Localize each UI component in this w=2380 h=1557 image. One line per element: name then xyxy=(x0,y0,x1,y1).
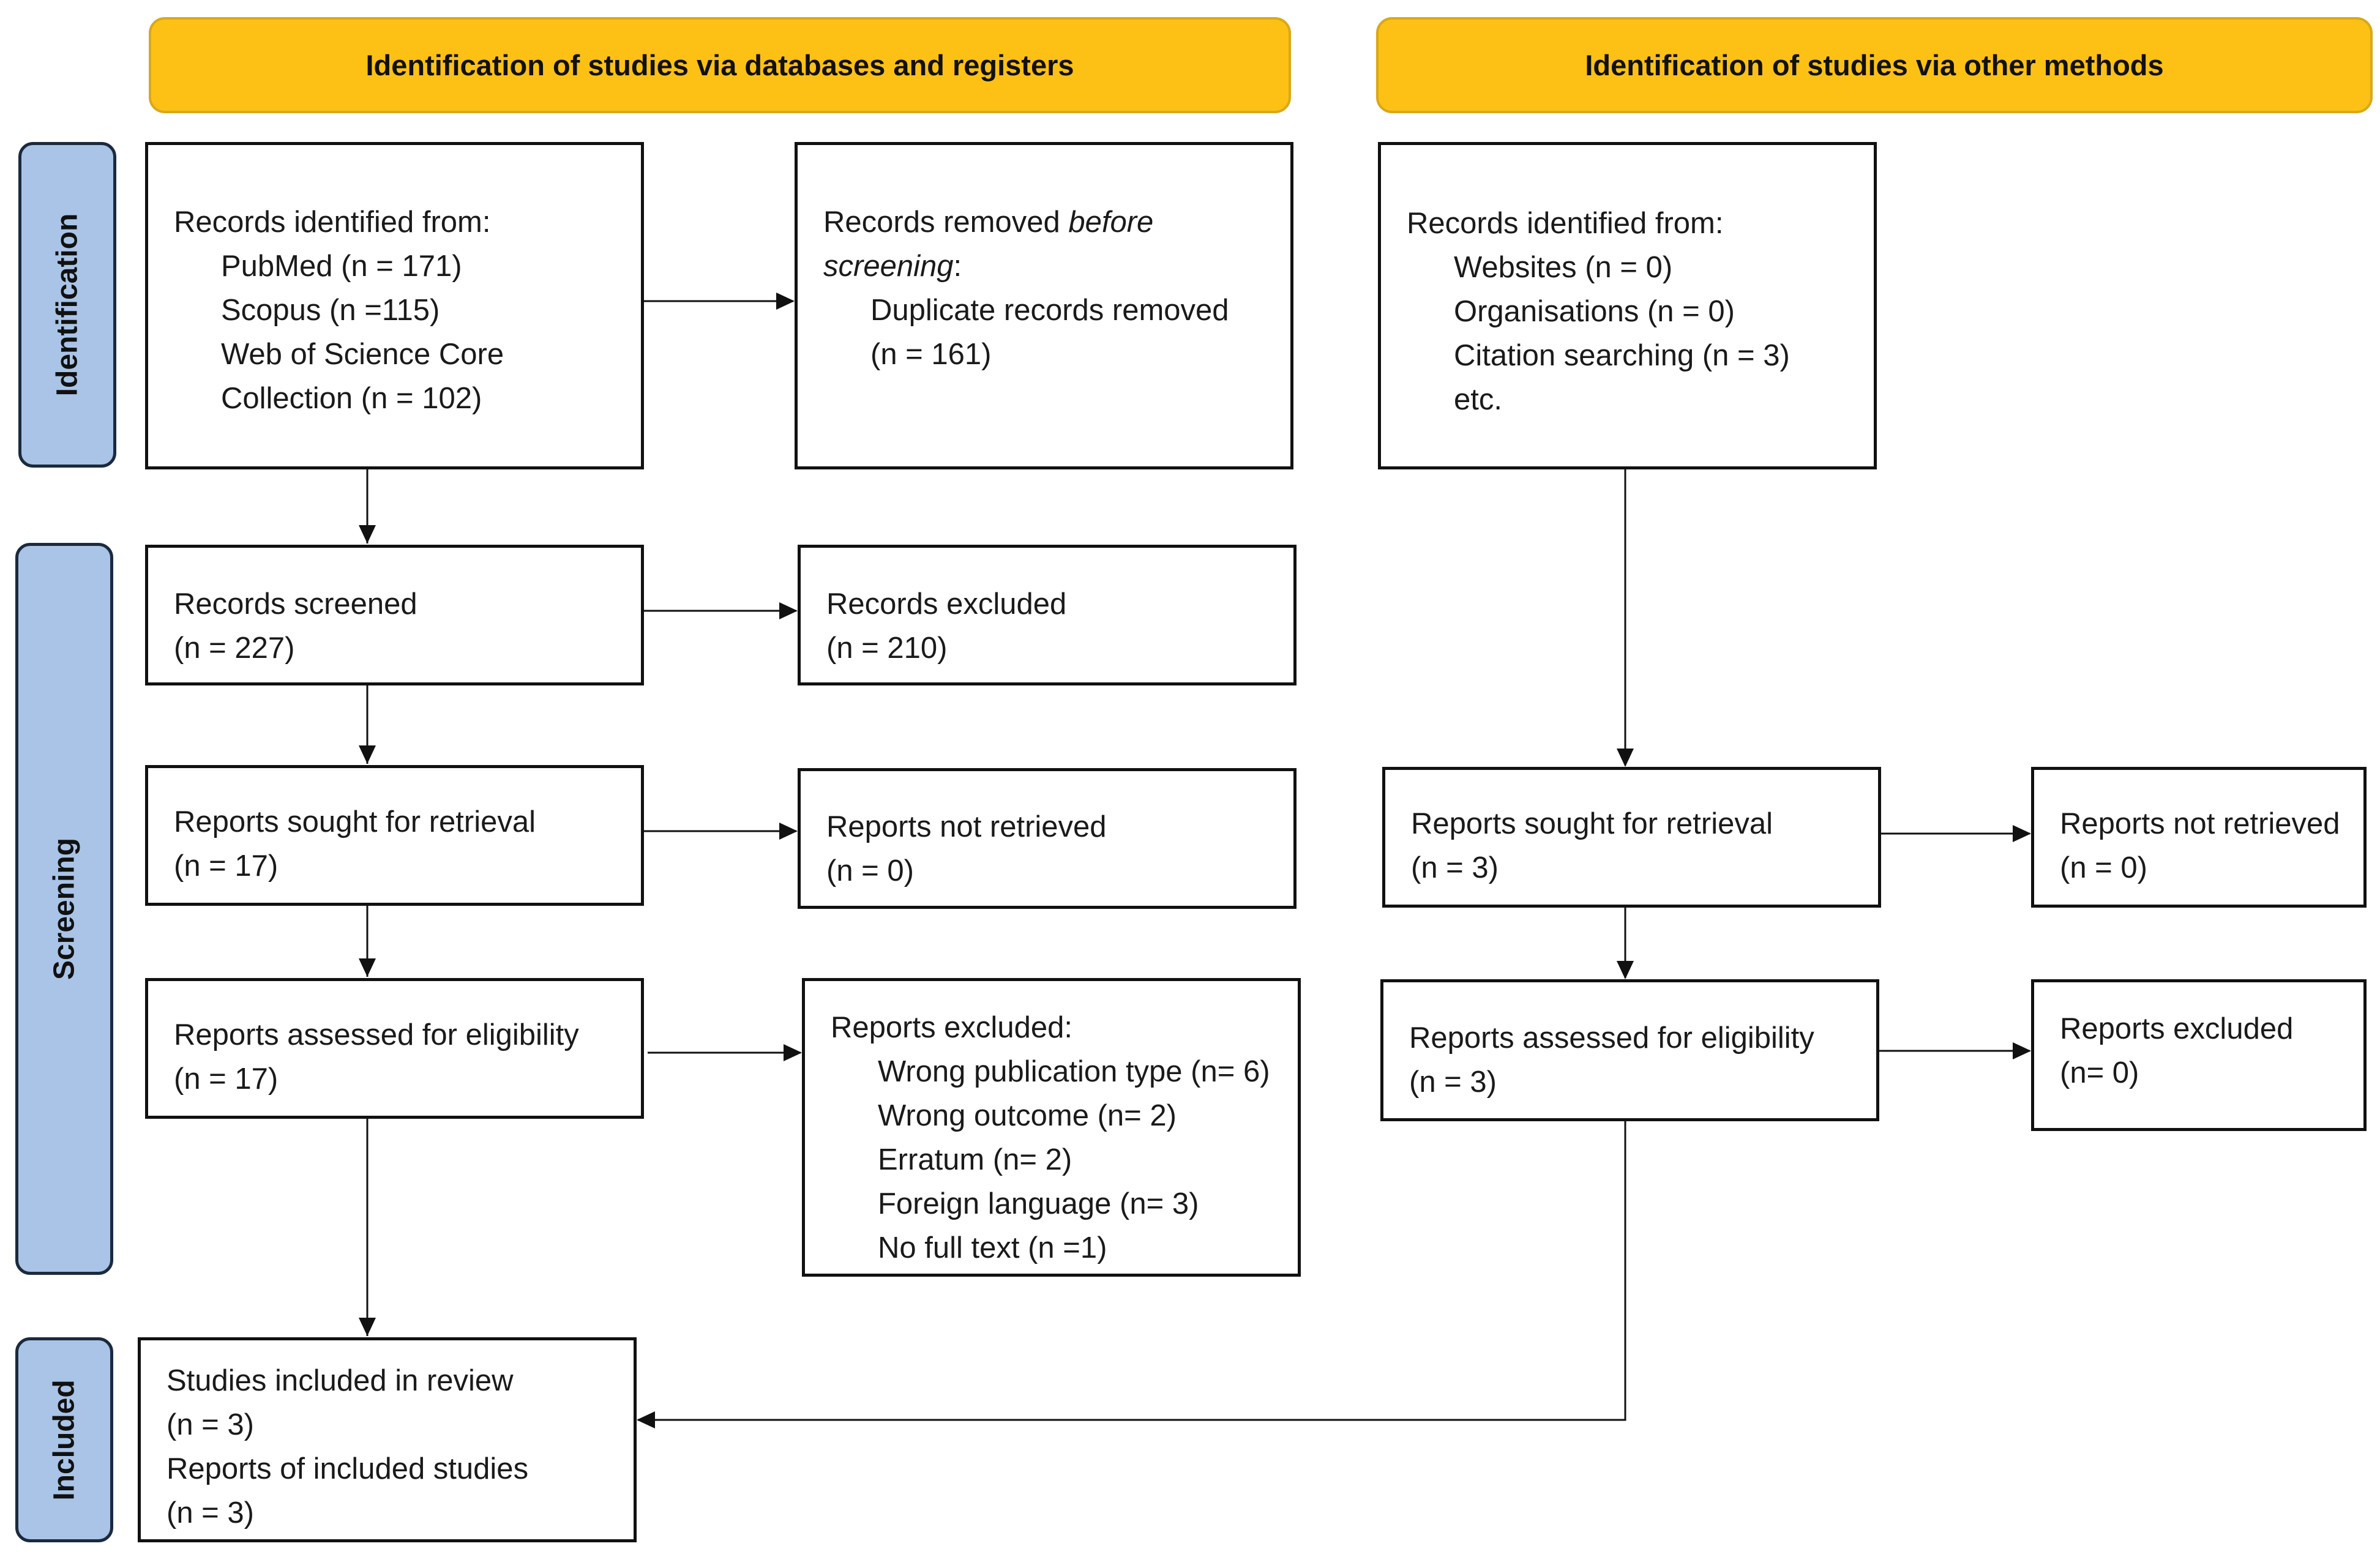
studies-included-count: (n = 3) xyxy=(167,1408,254,1441)
source-pubmed: PubMed (n = 171) xyxy=(221,250,462,283)
arrowhead xyxy=(359,1318,376,1336)
other-reports-sought-box: Reports sought for retrieval (n = 3) xyxy=(1382,767,1881,908)
source-wos-line2: Collection (n = 102) xyxy=(221,382,482,415)
records-removed-text: Records removed xyxy=(823,206,1069,239)
db-records-identified-box: Records identified from: PubMed (n = 171… xyxy=(145,142,644,469)
records-removed-colon: : xyxy=(953,250,962,283)
arrowhead xyxy=(776,293,795,310)
records-screened-count: (n = 227) xyxy=(174,632,295,665)
studies-included-title: Studies included in review xyxy=(167,1364,514,1397)
records-removed-screening: screening xyxy=(823,250,954,283)
other-reports-assessed-title: Reports assessed for eligibility xyxy=(1409,1021,1814,1055)
arrowhead xyxy=(784,1044,802,1061)
excluded-wrong-outcome: Wrong outcome (n= 2) xyxy=(878,1099,1177,1132)
other-reports-excluded-box: Reports excluded (n= 0) xyxy=(2031,979,2367,1131)
other-reports-not-retrieved-count: (n = 0) xyxy=(2060,851,2147,884)
reports-included-title: Reports of included studies xyxy=(167,1452,529,1485)
records-screened-box: Records screened (n = 227) xyxy=(145,545,644,685)
source-organisations: Organisations (n = 0) xyxy=(1454,295,1735,328)
other-reports-excluded-count: (n= 0) xyxy=(2060,1056,2139,1089)
source-scopus: Scopus (n =115) xyxy=(221,294,440,327)
other-reports-assessed-count: (n = 3) xyxy=(1409,1066,1497,1099)
header-other-methods: Identification of studies via other meth… xyxy=(1376,17,2373,113)
arrowhead xyxy=(359,745,376,764)
excluded-wrong-publication-type: Wrong publication type (n= 6) xyxy=(878,1055,1270,1088)
other-reports-excluded-title: Reports excluded xyxy=(2060,1012,2294,1045)
arrowhead xyxy=(359,958,376,977)
other-reports-not-retrieved-box: Reports not retrieved (n = 0) xyxy=(2031,767,2367,908)
source-wos-line1: Web of Science Core xyxy=(221,338,504,371)
other-reports-not-retrieved-title: Reports not retrieved xyxy=(2060,807,2340,840)
reports-assessed-title: Reports assessed for eligibility xyxy=(174,1018,579,1051)
arrowhead xyxy=(637,1411,655,1428)
source-etc: etc. xyxy=(1454,383,1502,416)
arrowhead xyxy=(2013,825,2031,842)
other-records-identified-box: Records identified from: Websites (n = 0… xyxy=(1378,142,1877,469)
reports-assessed-count: (n = 17) xyxy=(174,1062,279,1096)
header-databases-label: Identification of studies via databases … xyxy=(365,49,1074,81)
records-excluded-box: Records excluded (n = 210) xyxy=(798,545,1297,685)
records-excluded-title: Records excluded xyxy=(826,588,1067,621)
other-reports-sought-count: (n = 3) xyxy=(1411,851,1499,884)
records-removed-line2: screening: xyxy=(823,244,1290,288)
duplicates-removed-label: Duplicate records removed xyxy=(870,294,1229,327)
excluded-no-full-text: No full text (n =1) xyxy=(878,1231,1107,1264)
duplicates-removed-count: (n = 161) xyxy=(870,338,992,371)
records-screened-title: Records screened xyxy=(174,588,417,621)
reports-excluded-title: Reports excluded: xyxy=(831,1011,1072,1044)
records-removed-line1: Records removed before xyxy=(823,200,1290,244)
other-reports-sought-title: Reports sought for retrieval xyxy=(1411,807,1773,840)
arrowhead xyxy=(779,602,798,619)
reports-sought-title: Reports sought for retrieval xyxy=(174,805,536,838)
stage-identification: Identification xyxy=(18,142,116,468)
records-removed-before: before xyxy=(1068,206,1154,239)
arrow-other-assessed-to-included xyxy=(638,1121,1626,1421)
reports-not-retrieved-title: Reports not retrieved xyxy=(826,810,1107,843)
header-databases: Identification of studies via databases … xyxy=(149,17,1291,113)
records-removed-box: Records removed before screening: Duplic… xyxy=(795,142,1293,469)
reports-not-retrieved-box: Reports not retrieved (n = 0) xyxy=(798,768,1297,909)
stage-included: Included xyxy=(15,1337,113,1542)
header-other-methods-label: Identification of studies via other meth… xyxy=(1585,49,2164,81)
studies-included-box: Studies included in review (n = 3) Repor… xyxy=(138,1337,637,1542)
excluded-foreign-language: Foreign language (n= 3) xyxy=(878,1187,1199,1220)
reports-sought-count: (n = 17) xyxy=(174,849,279,883)
records-excluded-count: (n = 210) xyxy=(826,632,948,665)
reports-sought-box: Reports sought for retrieval (n = 17) xyxy=(145,765,644,906)
reports-assessed-box: Reports assessed for eligibility (n = 17… xyxy=(145,978,644,1119)
arrowhead xyxy=(1617,749,1634,767)
db-records-identified-title: Records identified from: xyxy=(174,206,491,239)
excluded-erratum: Erratum (n= 2) xyxy=(878,1143,1072,1176)
stage-screening: Screening xyxy=(15,543,113,1275)
source-citation-searching: Citation searching (n = 3) xyxy=(1454,339,1790,372)
source-websites: Websites (n = 0) xyxy=(1454,251,1673,284)
arrowhead xyxy=(1617,961,1634,979)
other-records-identified-title: Records identified from: xyxy=(1407,207,1724,240)
arrowhead xyxy=(2013,1042,2031,1059)
other-reports-assessed-box: Reports assessed for eligibility (n = 3) xyxy=(1380,979,1879,1121)
arrowhead xyxy=(779,823,798,840)
reports-excluded-box: Reports excluded: Wrong publication type… xyxy=(802,978,1301,1277)
reports-not-retrieved-count: (n = 0) xyxy=(826,854,914,887)
arrowhead xyxy=(359,525,376,543)
reports-included-count: (n = 3) xyxy=(167,1496,254,1529)
